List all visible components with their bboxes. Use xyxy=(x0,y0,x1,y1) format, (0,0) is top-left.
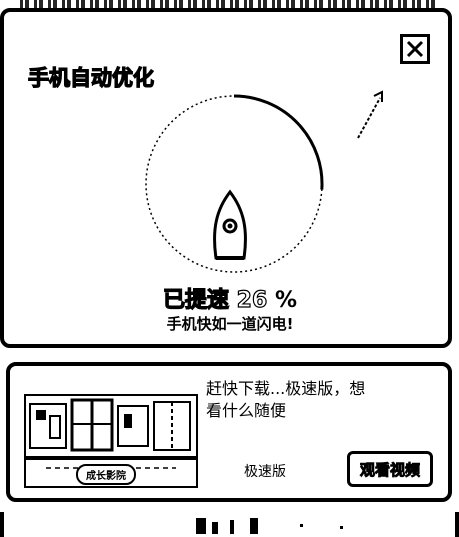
ad-banner[interactable]: 成长影院 赶快下载...极速版，想看什么随便 极速版 观看视频 xyxy=(6,362,452,502)
close-icon xyxy=(406,40,424,58)
sparkle-arrow-icon xyxy=(357,90,383,139)
bottom-edge-artifact xyxy=(0,512,459,537)
optimize-dialog: 手机自动优化 已提速 26 % 手机快如一道闪电! xyxy=(0,8,452,348)
ad-description: 赶快下载...极速版，想看什么随便 xyxy=(206,379,366,420)
thumbnail-image xyxy=(26,398,196,469)
close-button[interactable] xyxy=(400,34,430,64)
rocket-icon xyxy=(213,189,247,260)
ad-thumbnail[interactable]: 成长影院 xyxy=(24,394,198,488)
speed-prefix: 已提速 xyxy=(162,287,229,313)
speed-status: 已提速 26 % xyxy=(4,282,456,314)
speed-unit: % xyxy=(274,288,298,313)
thumbnail-tag: 成长影院 xyxy=(76,464,136,485)
speed-subtitle: 手机快如一道闪电! xyxy=(166,315,294,333)
watch-video-button[interactable]: 观看视频 xyxy=(347,451,433,487)
speed-gauge xyxy=(145,94,324,273)
ad-sub-label: 极速版 xyxy=(244,464,286,480)
speed-value: 26 xyxy=(236,287,268,313)
dialog-title: 手机自动优化 xyxy=(27,65,154,90)
